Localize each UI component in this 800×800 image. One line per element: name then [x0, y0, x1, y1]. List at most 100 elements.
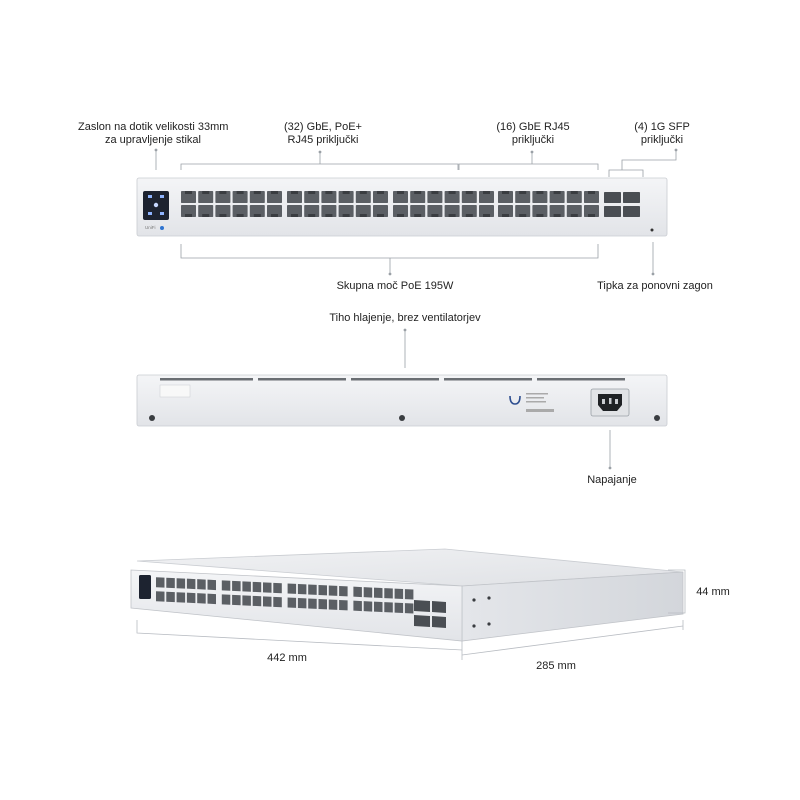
rj45-port — [232, 205, 248, 217]
rear-logo-icon — [509, 395, 521, 405]
rj45-port-latch — [588, 214, 595, 217]
rj45-port-latch — [291, 191, 298, 194]
dimension-depth: 285 mm — [536, 660, 576, 672]
sfp-port — [623, 206, 640, 217]
rj45-port-latch — [236, 191, 244, 194]
iso-rj45-port — [374, 601, 383, 613]
iso-rj45-port — [221, 580, 231, 591]
rj45-port — [321, 205, 337, 217]
iso-dimension-lines — [136, 569, 686, 660]
iso-rj45-port — [353, 600, 362, 612]
dimension-width: 442 mm — [267, 652, 307, 664]
rj45-port — [479, 191, 494, 203]
rj45-port — [215, 191, 231, 203]
rj45-port — [393, 191, 408, 203]
iso-rj45-port — [273, 582, 282, 594]
rj45-port — [267, 205, 282, 217]
rj45-port-latch — [325, 191, 333, 194]
rj45-port — [444, 191, 460, 203]
callout-gbe-ports-line1: (16) GbE RJ45 — [496, 121, 570, 133]
iso-rj45-port — [242, 581, 251, 592]
rj45-port-latch — [519, 191, 527, 194]
rj45-port-latch — [377, 214, 384, 217]
rj45-port-latch — [414, 214, 422, 217]
brand-logo: UniFi — [145, 225, 156, 230]
front-callout-dots — [154, 148, 678, 276]
rj45-port — [410, 205, 426, 217]
rj45-port-latch — [483, 214, 490, 217]
callout-reset-button: Tipka za ponovni zagon — [597, 280, 713, 292]
iso-rj45-port — [232, 580, 241, 592]
callout-touchscreen: Zaslon na dotik velikosti 33mm za upravl… — [78, 121, 228, 147]
rj45-port — [515, 205, 531, 217]
rj45-port-latch — [219, 191, 227, 194]
brand-dot — [160, 226, 164, 230]
rj45-port-latch — [185, 191, 192, 194]
rj45-port — [393, 205, 408, 217]
iso-rj45-ports — [156, 577, 414, 614]
rj45-port-latch — [202, 191, 210, 194]
rj45-port-latch — [291, 214, 298, 217]
iso-rj45-port — [166, 591, 175, 603]
rj45-port — [321, 191, 337, 203]
rj45-port — [338, 205, 354, 217]
iso-rj45-port — [242, 595, 251, 606]
rj45-port — [304, 205, 320, 217]
rj45-port-latch — [397, 191, 404, 194]
rj45-port — [287, 191, 302, 203]
rj45-port — [410, 191, 426, 203]
iso-rj45-port — [263, 596, 272, 607]
rj45-port — [198, 205, 214, 217]
iso-rj45-port — [308, 598, 317, 609]
iso-rj45-port — [297, 598, 307, 609]
rj45-port-latch — [342, 191, 350, 194]
rj45-port — [584, 205, 599, 217]
iso-rj45-port — [221, 594, 231, 605]
rj45-port — [532, 191, 548, 203]
rj45-port-latch — [359, 214, 367, 217]
rj45-port-latch — [253, 214, 261, 217]
rj45-port — [198, 191, 214, 203]
rj45-port-latch — [553, 191, 561, 194]
rj45-port — [215, 205, 231, 217]
rj45-port — [267, 191, 282, 203]
iso-touchscreen — [139, 575, 151, 599]
rj45-port — [498, 205, 513, 217]
rj45-port — [427, 191, 443, 203]
rj45-port — [355, 191, 371, 203]
rear-view — [136, 328, 668, 470]
rj45-port-latch — [465, 191, 473, 194]
iso-rj45-port — [339, 585, 348, 597]
iso-rj45-port — [353, 586, 362, 598]
rj45-port — [355, 205, 371, 217]
rj45-port-latch — [519, 214, 527, 217]
iso-rj45-port — [166, 577, 175, 589]
rj45-port-latch — [431, 191, 439, 194]
rj45-port — [232, 191, 248, 203]
callout-poe-ports-line2: RJ45 priključki — [287, 134, 359, 146]
rj45-port-latch — [414, 191, 422, 194]
front-sfp-ports — [604, 192, 640, 217]
iso-rj45-port — [186, 592, 196, 604]
rj45-port — [304, 191, 320, 203]
iso-rj45-port — [232, 594, 241, 606]
iso-side-screws — [472, 596, 491, 628]
rj45-port-latch — [253, 191, 261, 194]
iso-rj45-port — [404, 603, 414, 614]
touchscreen-icons — [148, 195, 164, 215]
rj45-port — [479, 205, 494, 217]
rj45-port — [373, 191, 388, 203]
front-rj45-ports — [181, 191, 599, 217]
rj45-port — [338, 191, 354, 203]
callout-gbe-ports: (16) GbE RJ45 priključki — [478, 121, 588, 147]
iso-rj45-port — [197, 579, 206, 590]
rj45-port-latch — [431, 214, 439, 217]
callout-sfp-ports-line1: (4) 1G SFP — [634, 121, 690, 133]
sfp-port — [604, 206, 621, 217]
iso-rj45-port — [252, 595, 262, 607]
iso-rj45-port — [252, 581, 262, 593]
iso-rj45-port — [363, 601, 373, 612]
iso-rj45-port — [394, 588, 404, 600]
